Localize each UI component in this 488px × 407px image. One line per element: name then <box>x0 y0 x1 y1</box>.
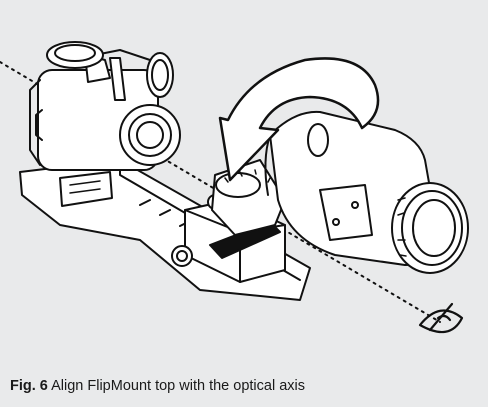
eye-icon <box>418 302 464 334</box>
rear-lens-cap <box>46 41 104 69</box>
magnifier <box>264 110 469 274</box>
caption-text: Align FlipMount top with the optical axi… <box>51 378 305 394</box>
red-dot-sight <box>29 41 181 171</box>
curved-arrow-icon <box>218 57 380 182</box>
figure-number: Fig. 6 <box>10 378 48 394</box>
figure-caption: Fig. 6 Align FlipMount top with the opti… <box>10 378 305 394</box>
